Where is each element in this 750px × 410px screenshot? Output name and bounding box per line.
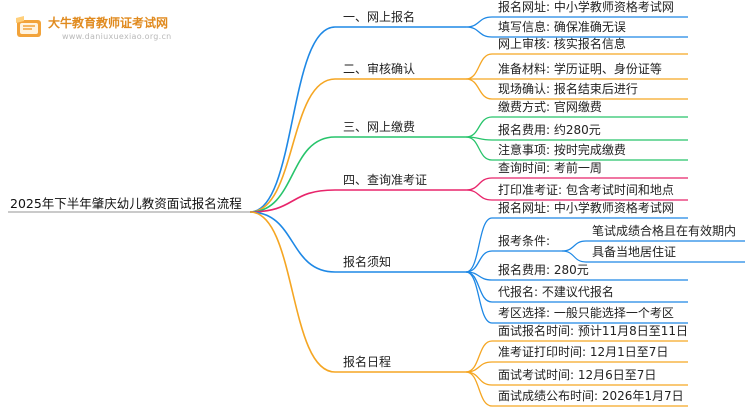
edge-root-branch xyxy=(249,26,336,213)
leaf-label: 现场确认: 报名结束后进行 xyxy=(498,82,638,96)
edge-branch-leaf xyxy=(465,217,493,273)
edge-branch-leaf xyxy=(465,371,493,407)
subleaf-label: 笔试成绩合格且在有效期内 xyxy=(592,224,737,238)
edge-leaf-subleaf xyxy=(561,250,587,263)
edge-root-branch xyxy=(249,211,336,273)
branch-label: 三、网上缴费 xyxy=(343,120,416,134)
edge-branch-leaf xyxy=(465,136,493,161)
subleaf-label: 具备当地居住证 xyxy=(592,245,677,259)
leaf-label: 面试考试时间: 12月6日至7日 xyxy=(498,368,657,382)
leaf-label: 准考证打印时间: 12月1日至7日 xyxy=(498,345,669,359)
edge-root-branch xyxy=(249,189,336,213)
leaf-label: 面试报名时间: 预计11月8日至11日 xyxy=(498,324,689,338)
leaf-label: 网上审核: 核实报名信息 xyxy=(498,37,626,51)
leaf-label: 报名网址: 中小学教师资格考试网 xyxy=(498,0,674,14)
edge-branch-leaf xyxy=(465,26,493,38)
branch-label: 四、查询准考证 xyxy=(343,173,428,187)
leaf-label: 查询时间: 考前一周 xyxy=(498,161,602,175)
leaf-label: 注意事项: 按时完成缴费 xyxy=(498,143,626,157)
edge-root-branch xyxy=(249,136,336,213)
mindmap-edges xyxy=(8,16,745,407)
edge-branch-leaf xyxy=(465,250,493,273)
leaf-label: 报名费用: 280元 xyxy=(498,263,589,277)
leaf-label: 面试成绩公布时间: 2026年1月7日 xyxy=(498,389,684,403)
edge-branch-leaf xyxy=(465,371,493,386)
edge-branch-leaf xyxy=(465,16,493,28)
brand-url: www.daniuxuexiao.org.cn xyxy=(62,32,172,41)
leaf-label: 报名网址: 中小学教师资格考试网 xyxy=(498,201,674,215)
mindmap-root: 2025年下半年肇庆幼儿教资面试报名流程 xyxy=(10,196,242,211)
edge-root-branch xyxy=(249,78,336,213)
brand-logo[interactable]: 大牛教育教师证考试网 www.daniuxuexiao.org.cn xyxy=(14,8,224,48)
branch-label: 报名须知 xyxy=(343,255,392,269)
edge-branch-leaf xyxy=(465,189,493,201)
branch-label: 二、审核确认 xyxy=(343,62,416,76)
edge-branch-leaf xyxy=(465,271,493,324)
leaf-label: 缴费方式: 官网缴费 xyxy=(498,100,602,114)
edge-root-branch xyxy=(249,211,336,373)
leaf-label: 考区选择: 一般只能选择一个考区 xyxy=(498,306,674,320)
edge-branch-leaf xyxy=(465,78,493,100)
leaf-label: 填写信息: 确保准确无误 xyxy=(498,20,626,34)
leaf-label: 打印准考证: 包含考试时间和地点 xyxy=(498,183,674,197)
branch-label: 报名日程 xyxy=(343,355,392,369)
leaf-label: 代报名: 不建议代报名 xyxy=(498,285,614,299)
brand-name: 大牛教育教师证考试网 xyxy=(48,16,169,30)
edge-leaf-subleaf xyxy=(561,240,587,252)
edge-branch-leaf xyxy=(465,177,493,191)
edge-branch-leaf xyxy=(465,53,493,80)
book-logo-icon xyxy=(16,16,41,37)
leaf-label: 报考条件: xyxy=(498,234,551,248)
edge-branch-leaf xyxy=(465,116,493,138)
leaf-label: 报名费用: 约280元 xyxy=(498,123,601,137)
leaf-label: 准备材料: 学历证明、身份证等 xyxy=(498,62,662,76)
branch-label: 一、网上报名 xyxy=(343,10,416,24)
